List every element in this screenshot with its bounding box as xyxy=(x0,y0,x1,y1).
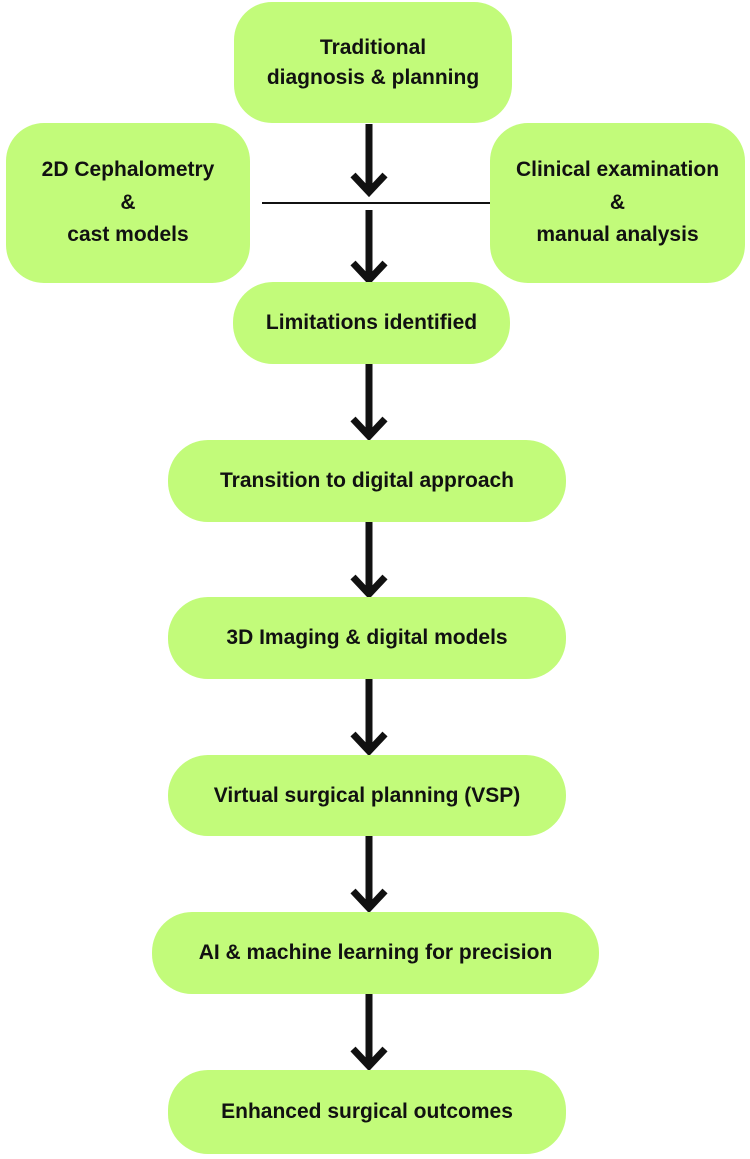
arrow-2-head xyxy=(350,260,388,286)
node-2d-cephalometry-line-1: 2D Cephalometry xyxy=(41,158,215,182)
arrow-4-head xyxy=(350,574,388,600)
node-clinical-examination-line-3: manual analysis xyxy=(536,223,699,247)
node-clinical-examination-line-1: Clinical examination xyxy=(515,158,720,182)
node-2d-cephalometry-line-2: & xyxy=(120,190,136,214)
node-virtual-surgical-planning-label: Virtual surgical planning (VSP) xyxy=(213,783,521,807)
arrow-5-head xyxy=(350,731,388,757)
node-3d-imaging: 3D Imaging & digital models xyxy=(168,597,566,679)
arrow-1-head xyxy=(350,172,388,198)
node-limitations-identified: Limitations identified xyxy=(233,282,510,364)
arrow-3-head xyxy=(350,416,388,442)
arrow-7-head xyxy=(350,1046,388,1072)
node-limitations-identified-label: Limitations identified xyxy=(265,311,478,335)
node-transition-digital-label: Transition to digital approach xyxy=(219,469,515,493)
node-traditional-diagnosis: Traditional diagnosis & planning xyxy=(234,2,512,123)
node-enhanced-outcomes-label: Enhanced surgical outcomes xyxy=(221,1100,513,1124)
node-3d-imaging-label: 3D Imaging & digital models xyxy=(226,626,508,650)
node-transition-digital: Transition to digital approach xyxy=(168,440,566,522)
node-clinical-examination: Clinical examination & manual analysis xyxy=(490,123,745,283)
node-traditional-diagnosis-line-2: diagnosis & planning xyxy=(266,65,480,89)
node-2d-cephalometry-line-3: cast models xyxy=(67,223,189,247)
node-ai-machine-learning: AI & machine learning for precision xyxy=(152,912,599,994)
node-2d-cephalometry: 2D Cephalometry & cast models xyxy=(6,123,250,283)
node-ai-machine-learning-label: AI & machine learning for precision xyxy=(198,941,553,965)
node-traditional-diagnosis-line-1: Traditional xyxy=(319,36,427,60)
arrow-6-head xyxy=(350,888,388,914)
node-virtual-surgical-planning: Virtual surgical planning (VSP) xyxy=(168,755,566,836)
node-clinical-examination-line-2: & xyxy=(609,190,626,214)
node-enhanced-outcomes: Enhanced surgical outcomes xyxy=(168,1070,566,1154)
